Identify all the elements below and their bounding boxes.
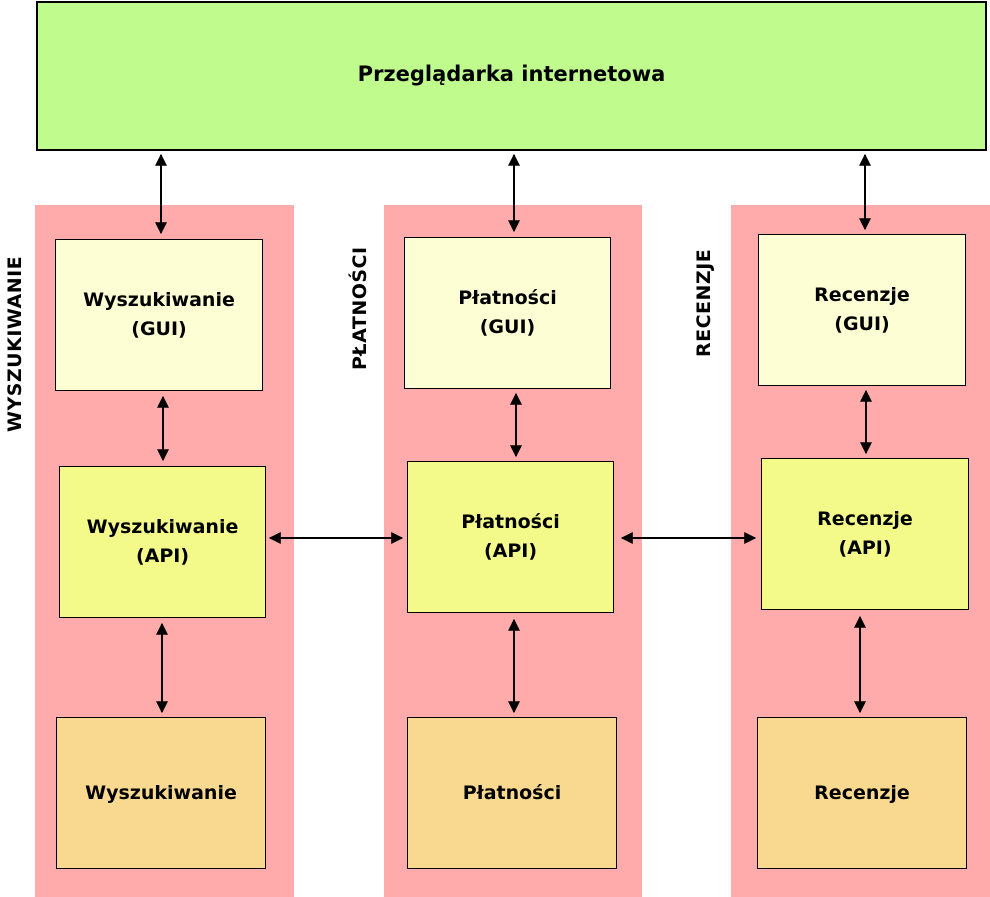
column-label-wyszukiwanie: WYSZUKIWANIE xyxy=(4,255,26,432)
service-box-recenzje: Recenzje xyxy=(757,717,967,869)
gui-title-wyszukiwanie: Wyszukiwanie xyxy=(83,289,235,311)
column-label-recenzje: RECENZJE xyxy=(693,248,715,357)
gui-title-recenzje: Recenzje xyxy=(814,284,910,306)
web-browser-box: Przeglądarka internetowa xyxy=(36,1,987,151)
gui-subtitle-recenzje: (GUI) xyxy=(834,313,890,335)
api-subtitle-recenzje: (API) xyxy=(838,537,892,559)
api-title-platnosci: Płatności xyxy=(461,511,560,533)
api-box-platnosci: Płatności (API) xyxy=(407,461,614,613)
gui-subtitle-platnosci: (GUI) xyxy=(479,316,536,338)
service-label-recenzje: Recenzje xyxy=(814,781,910,804)
service-label-wyszukiwanie: Wyszukiwanie xyxy=(85,781,237,804)
gui-subtitle-wyszukiwanie: (GUI) xyxy=(131,318,187,340)
gui-title-platnosci: Płatności xyxy=(458,287,557,309)
api-title-recenzje: Recenzje xyxy=(817,508,913,530)
gui-box-wyszukiwanie: Wyszukiwanie (GUI) xyxy=(55,239,263,391)
service-label-platnosci: Płatności xyxy=(462,781,562,804)
web-browser-label: Przeglądarka internetowa xyxy=(357,62,666,86)
api-title-wyszukiwanie: Wyszukiwanie xyxy=(86,516,239,538)
api-box-recenzje: Recenzje (API) xyxy=(761,458,969,610)
api-subtitle-platnosci: (API) xyxy=(483,540,538,562)
api-subtitle-wyszukiwanie: (API) xyxy=(135,545,190,567)
gui-box-recenzje: Recenzje (GUI) xyxy=(758,234,966,386)
service-box-platnosci: Płatności xyxy=(407,717,617,869)
api-box-wyszukiwanie: Wyszukiwanie (API) xyxy=(59,466,266,618)
gui-box-platnosci: Płatności (GUI) xyxy=(404,237,611,389)
column-label-platnosci: PŁATNOŚCI xyxy=(349,246,371,370)
service-box-wyszukiwanie: Wyszukiwanie xyxy=(56,717,266,869)
